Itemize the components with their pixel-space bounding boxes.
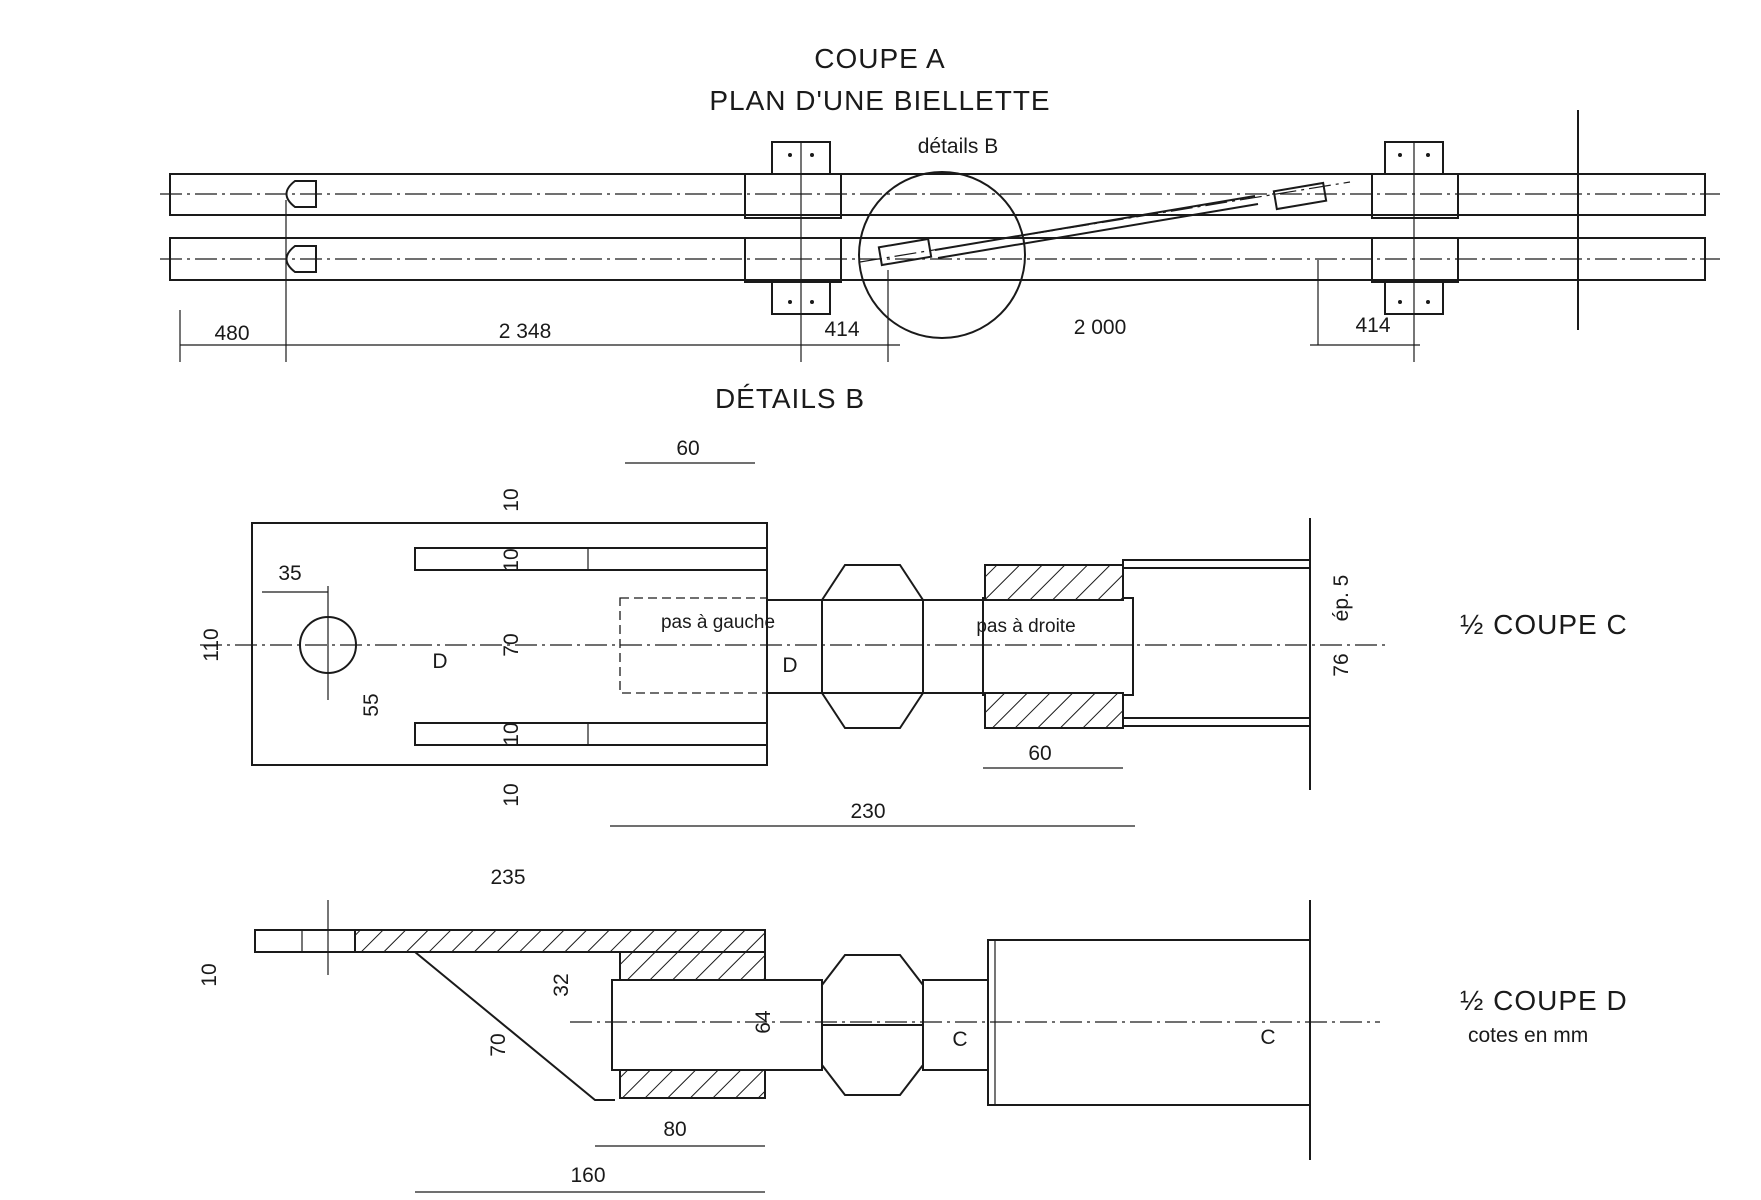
plan-dimensions: 480 2 348 414 2 000 414 — [179, 200, 1420, 362]
detail-b-circle — [858, 171, 1026, 339]
dim-c-110: 110 — [200, 628, 223, 661]
dim-d-70: 70 — [487, 1033, 510, 1056]
plate-hatched — [354, 929, 766, 953]
sleeve-thread-upper — [619, 951, 766, 981]
section-mark-d-right: D — [782, 654, 797, 677]
tie-rod — [859, 181, 1351, 267]
sleeve-thread-lower — [619, 1069, 766, 1099]
left-fitting-lower — [285, 245, 317, 273]
dim-c-70: 70 — [500, 633, 523, 656]
dim-d-10: 10 — [198, 963, 221, 986]
tube-thread-upper — [984, 564, 1124, 601]
dim-414-left: 414 — [824, 318, 859, 341]
dim-c-10-upper-bar: 10 — [500, 548, 523, 571]
dim-c-60-top: 60 — [676, 437, 699, 460]
left-clamp — [744, 141, 842, 315]
rod-d-left — [611, 979, 823, 1071]
dim-d-160: 160 — [570, 1164, 605, 1187]
plan-view: détails B 480 2 348 414 2 000 414 — [160, 110, 1720, 362]
dim-c-10-top: 10 — [500, 488, 523, 511]
title-details-b: DÉTAILS B — [715, 383, 865, 414]
dim-2000: 2 000 — [1074, 316, 1127, 339]
detail-half-section-c: 60 pas à gauche pas à droite — [200, 437, 1628, 827]
section-mark-d-left: D — [432, 650, 447, 673]
fork-bar-lower — [414, 722, 768, 746]
threaded-end-right — [982, 597, 1134, 696]
detail-half-section-d: 235 C C 10 32 64 70 80 160 ½ CO — [198, 866, 1628, 1193]
gusset — [414, 951, 615, 1101]
title-half-section-c: ½ COUPE C — [1460, 609, 1628, 640]
plate-end — [254, 929, 356, 953]
dim-d-80: 80 — [663, 1118, 686, 1141]
rod-right — [922, 599, 984, 694]
title-coupe-a: COUPE A — [814, 43, 945, 74]
title-plan-biellette: PLAN D'UNE BIELLETTE — [709, 85, 1050, 116]
dim-c-76: 76 — [1330, 653, 1353, 676]
units-note: cotes en mm — [1468, 1024, 1588, 1047]
dim-480: 480 — [214, 322, 249, 345]
tube-thread-lower — [984, 692, 1124, 729]
callout-details-b: détails B — [918, 135, 999, 158]
dim-c-10-bottom: 10 — [500, 783, 523, 806]
dim-c-230: 230 — [850, 800, 885, 823]
right-clamp — [1371, 141, 1459, 315]
fork-bar-upper — [414, 547, 768, 571]
dim-d-235: 235 — [490, 866, 525, 889]
dim-c-35: 35 — [278, 562, 301, 585]
dim-c-60-nut: 60 — [1028, 742, 1051, 765]
tube-wall-upper — [1122, 559, 1311, 569]
title-half-section-d: ½ COUPE D — [1460, 985, 1628, 1016]
dim-c-10-lower-bar: 10 — [500, 722, 523, 745]
dim-414-right: 414 — [1355, 314, 1390, 337]
section-mark-c-right: C — [1260, 1026, 1275, 1049]
dim-d-32: 32 — [550, 973, 573, 996]
dim-2348: 2 348 — [499, 320, 552, 343]
tube-wall-lower — [1122, 717, 1311, 727]
dim-d-64: 64 — [752, 1010, 775, 1034]
rod-left — [766, 599, 828, 694]
section-mark-c-left: C — [952, 1028, 967, 1051]
dim-c-55: 55 — [360, 693, 383, 716]
left-fitting-upper — [285, 180, 317, 208]
dim-c-ep5: ép. 5 — [1330, 575, 1353, 622]
hex-nut-c — [821, 564, 924, 729]
label-pas-a-gauche: pas à gauche — [661, 612, 775, 633]
label-pas-a-droite: pas à droite — [976, 616, 1075, 637]
rod-d-right — [922, 979, 989, 1071]
